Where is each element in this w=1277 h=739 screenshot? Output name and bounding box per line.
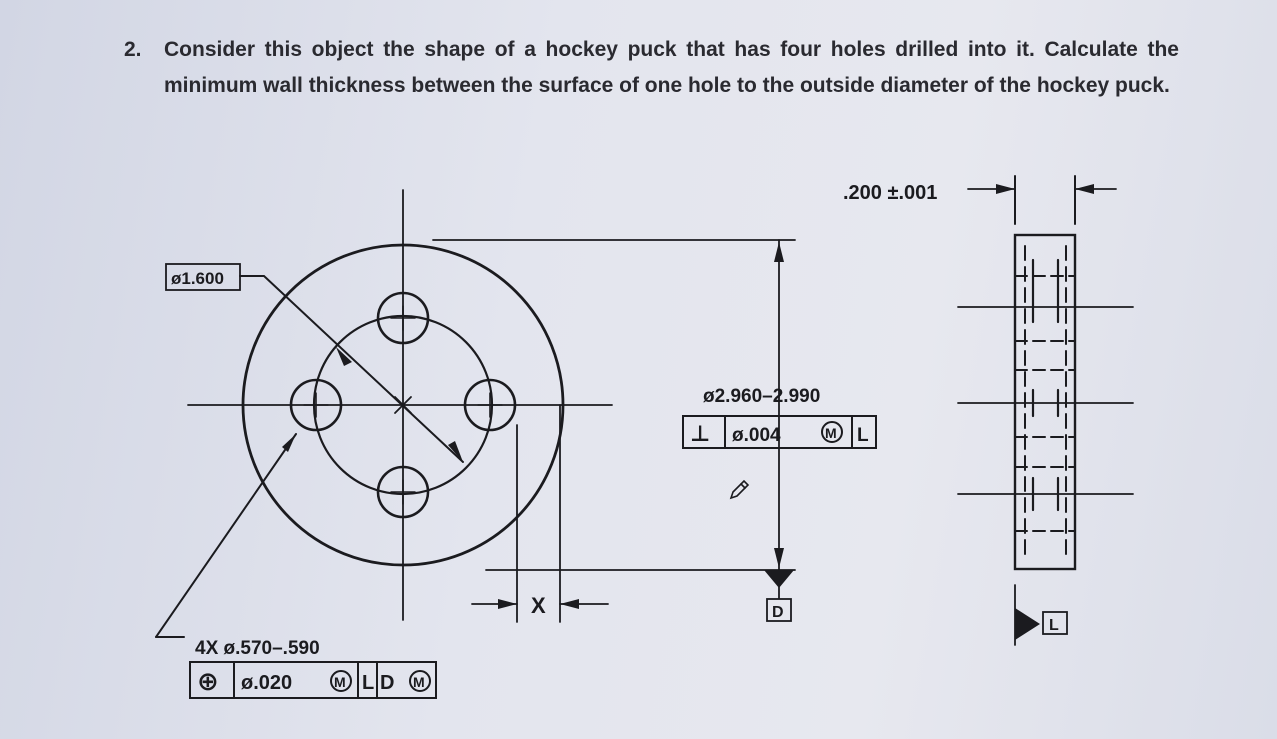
svg-text:M: M <box>413 674 425 690</box>
perpendicularity-symbol: ⊥ <box>690 421 710 446</box>
pencil-icon <box>729 479 750 500</box>
datum-l-label: L <box>1049 617 1059 634</box>
question: 2. Consider this object the shape of a h… <box>124 32 1179 104</box>
perp-modifier-badge: M <box>821 421 843 443</box>
datum-d-label: D <box>772 604 784 621</box>
question-text: Consider this object the shape of a hock… <box>164 38 1179 97</box>
svg-text:M: M <box>825 425 837 441</box>
position-tolerance: ø.020 <box>241 672 292 694</box>
perp-datum-label: L <box>857 425 869 446</box>
svg-text:M: M <box>334 674 346 690</box>
position-symbol: ⊕ <box>197 666 219 696</box>
pos-modifier-badge: M <box>330 670 352 692</box>
hole-spec-label: 4X ø.570–.590 <box>195 638 320 659</box>
pos-datum-2: D <box>380 672 394 694</box>
outer-diameter-dim-label: ø2.960–2.990 <box>703 386 820 407</box>
pos-datum-1: L <box>362 672 374 694</box>
question-number: 2. <box>124 38 142 61</box>
thickness-dim-label: .200 ±.001 <box>843 182 937 204</box>
x-dim-label: X <box>531 593 546 618</box>
side-view-body <box>1013 233 1077 571</box>
pos-datum-2-modifier-badge: M <box>409 670 431 692</box>
perpendicularity-tolerance: ø.004 <box>732 425 781 446</box>
bolt-circle-dim-label: ø1.600 <box>171 269 224 288</box>
